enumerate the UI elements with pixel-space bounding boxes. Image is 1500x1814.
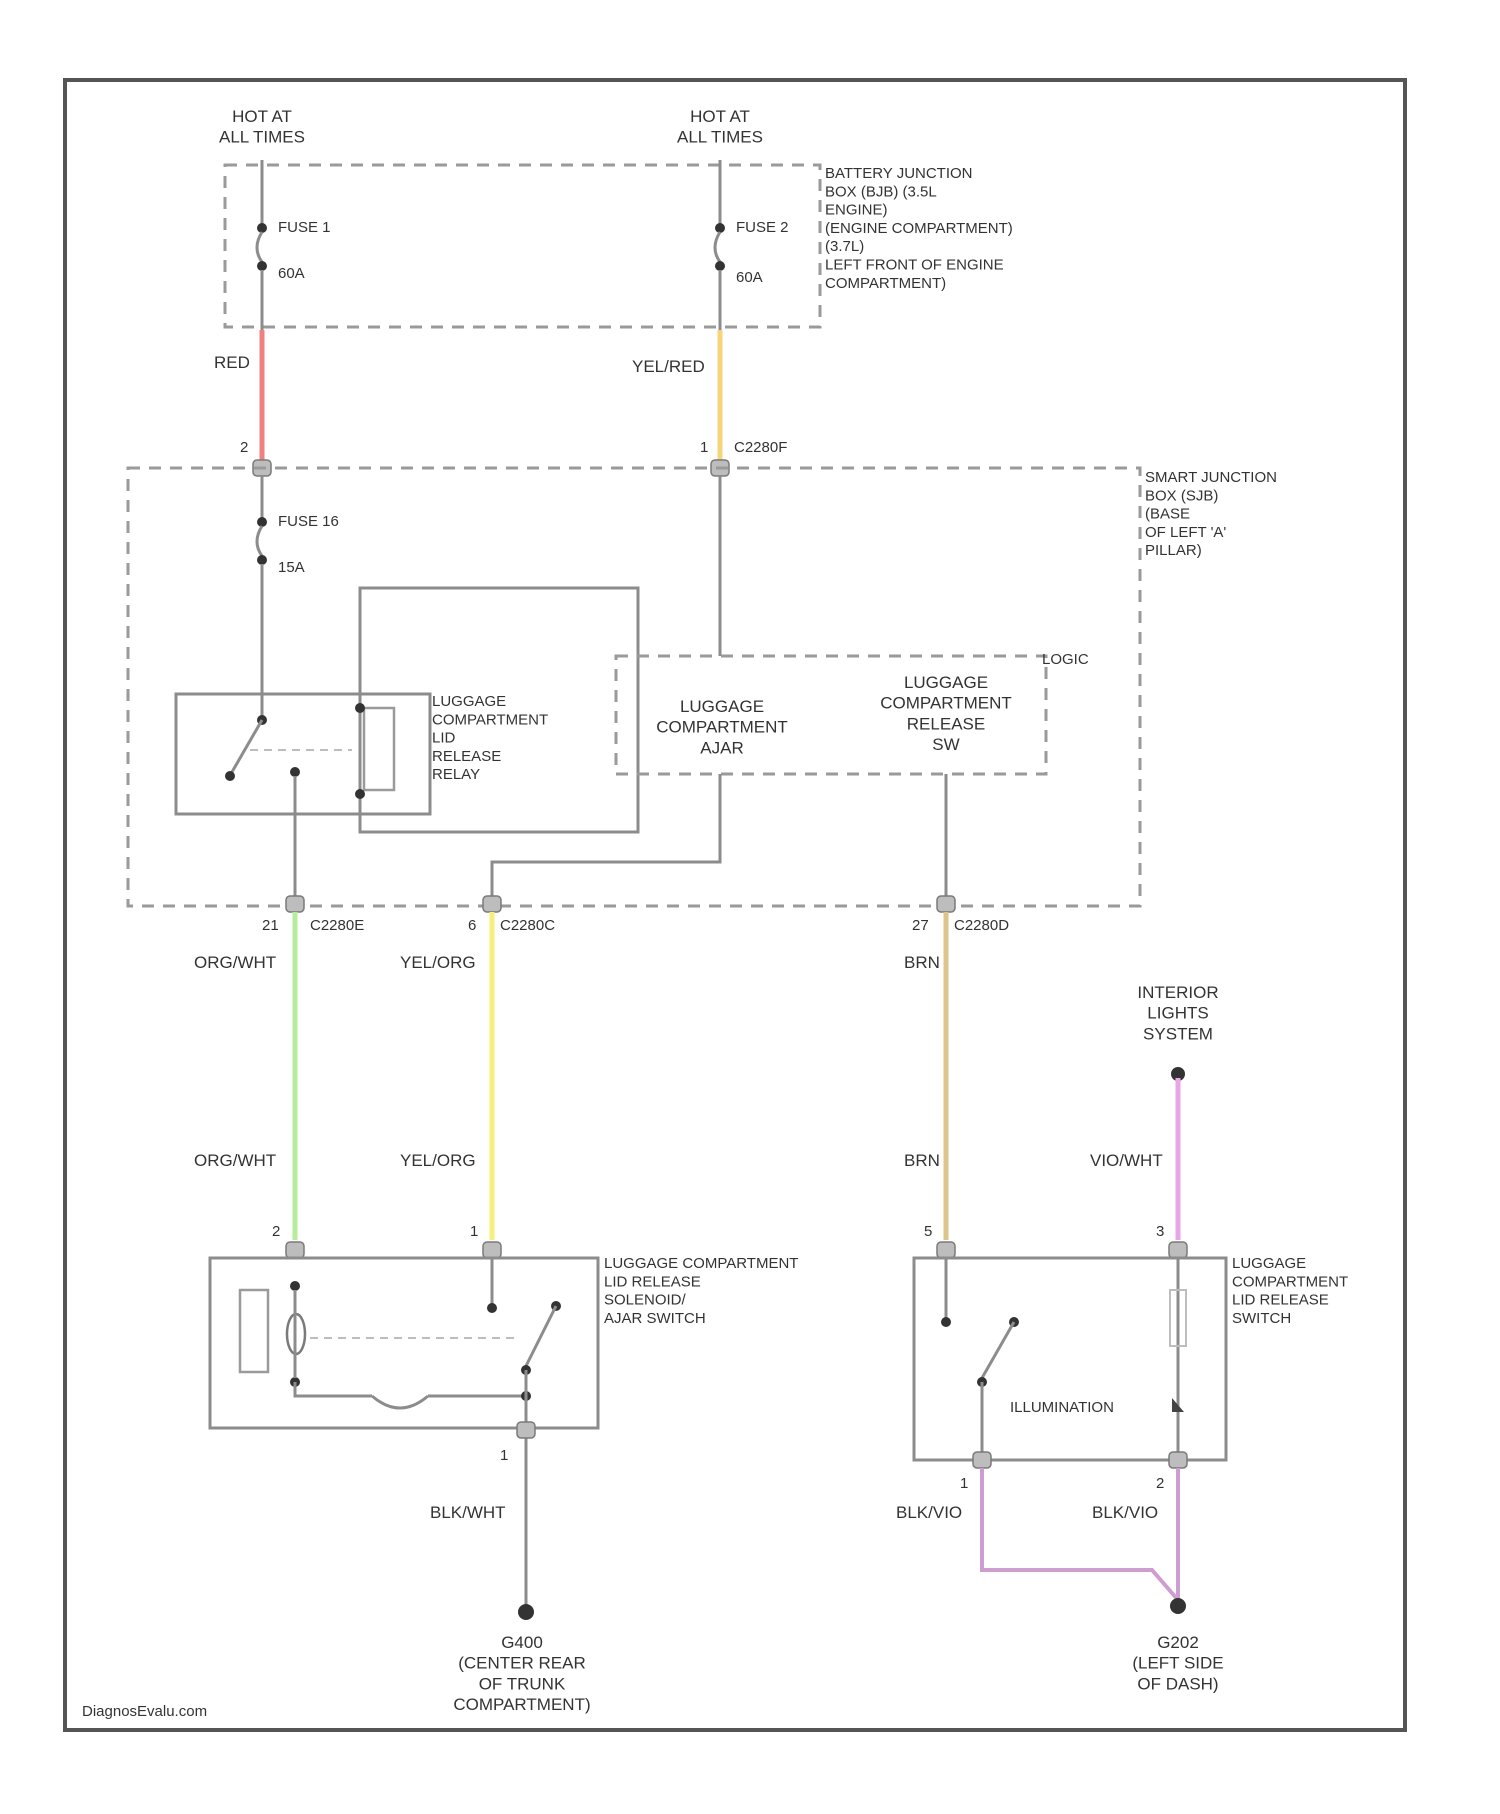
- wire-label-yelorg-top: YEL/ORG: [400, 953, 476, 972]
- wire-label-yelorg-bottom: YEL/ORG: [400, 1151, 476, 1170]
- relay-box: [176, 694, 430, 814]
- wire-label-orgwht-bottom: ORG/WHT: [194, 1151, 276, 1170]
- pin-label-left-top: 2: [240, 439, 248, 456]
- fuse2-rating: 60A: [736, 269, 763, 286]
- wire-label-brn-top: BRN: [904, 953, 940, 972]
- fuse16-terminal-b: [257, 555, 267, 565]
- ajar-switch-contact-a: [487, 1303, 497, 1313]
- release-switch-pin-c-connector: [973, 1452, 991, 1468]
- release-switch-pin-b: 3: [1156, 1223, 1164, 1240]
- fuse1-name: FUSE 1: [278, 219, 331, 236]
- ground-g400-terminal: [518, 1604, 534, 1620]
- release-switch-contact-a: [941, 1317, 951, 1327]
- pin-brn: [937, 896, 955, 912]
- release-switch-pin-a: 5: [924, 1223, 932, 1240]
- fuse2-symbol: [715, 232, 720, 262]
- pin-yelorg: [483, 896, 501, 912]
- wire-label-viowht: VIO/WHT: [1090, 1151, 1163, 1170]
- smart-junction-box: [128, 468, 1140, 906]
- pin-label-right-top: 1: [700, 439, 708, 456]
- pin-label-orgwht: 21: [262, 917, 279, 934]
- solenoid-return-wire: [295, 1382, 372, 1396]
- connector-c2280e: C2280E: [310, 917, 364, 934]
- pin-label-yelorg: 6: [468, 917, 476, 934]
- relay-coil: [364, 708, 394, 790]
- solenoid-return-arc: [372, 1396, 428, 1408]
- wire-label-orgwht-top: ORG/WHT: [194, 953, 276, 972]
- wire-label-brn-bottom: BRN: [904, 1151, 940, 1170]
- fuse16-name: FUSE 16: [278, 513, 339, 530]
- solenoid-terminal-top: [290, 1281, 300, 1291]
- fuse1-rating: 60A: [278, 265, 305, 282]
- connector-c2280f: C2280F: [734, 439, 787, 456]
- wire-label-blkwht: BLK/WHT: [430, 1503, 506, 1522]
- connector-c2280c: C2280C: [500, 917, 555, 934]
- wire-label-yelred: YEL/RED: [632, 357, 705, 376]
- release-switch-arm: [982, 1322, 1014, 1378]
- connector-c2280d: C2280D: [954, 917, 1009, 934]
- solenoid-pin-b: 1: [470, 1223, 478, 1240]
- release-switch-pin-d-connector: [1169, 1452, 1187, 1468]
- illumination-label: ILLUMINATION: [1010, 1399, 1114, 1416]
- fuse1-terminal-a: [257, 223, 267, 233]
- relay-switch-contact-bottom: [225, 771, 235, 781]
- fuse2-terminal-b: [715, 261, 725, 271]
- solenoid-coil: [240, 1290, 268, 1372]
- release-switch-pin-c: 1: [960, 1475, 968, 1492]
- solenoid-pin-gnd-connector: [517, 1422, 535, 1438]
- battery-junction-box: [225, 165, 820, 327]
- relay-outer-box: [360, 588, 638, 832]
- fuse16-rating: 15A: [278, 559, 305, 576]
- release-switch-pin-a-connector: [937, 1242, 955, 1258]
- watermark: DiagnosEvalu.com: [82, 1703, 207, 1720]
- wire-blkvio-left: [982, 1468, 1178, 1600]
- fuse2-name: FUSE 2: [736, 219, 789, 236]
- relay-coil-terminal-b: [355, 789, 365, 799]
- fuse1-symbol: [257, 232, 262, 262]
- fuse16-terminal-a: [257, 517, 267, 527]
- solenoid-pin-b-connector: [483, 1242, 501, 1258]
- release-switch-pin-b-connector: [1169, 1242, 1187, 1258]
- relay-coil-terminal-a: [355, 703, 365, 713]
- solenoid-pin-gnd: 1: [500, 1447, 508, 1464]
- pin-label-brn: 27: [912, 917, 929, 934]
- fuse2-terminal-a: [715, 223, 725, 233]
- fuse1-terminal-b: [257, 261, 267, 271]
- logic-tag: LOGIC: [1042, 651, 1089, 668]
- fuse16-symbol: [257, 526, 262, 556]
- relay-switch-arm: [232, 720, 262, 772]
- solenoid-pin-a-connector: [286, 1242, 304, 1258]
- release-switch-pin-d: 2: [1156, 1475, 1164, 1492]
- wire-label-blkvio-right: BLK/VIO: [1092, 1503, 1158, 1522]
- ajar-switch-arm: [526, 1306, 556, 1366]
- wire-logic-ajar-out: [492, 774, 720, 896]
- solenoid-pin-a: 2: [272, 1223, 280, 1240]
- relay-common-terminal: [290, 767, 300, 777]
- ground-g202-terminal: [1170, 1598, 1186, 1614]
- wire-label-blkvio-left: BLK/VIO: [896, 1503, 962, 1522]
- pin-orgwht: [286, 896, 304, 912]
- wire-label-red: RED: [214, 353, 250, 372]
